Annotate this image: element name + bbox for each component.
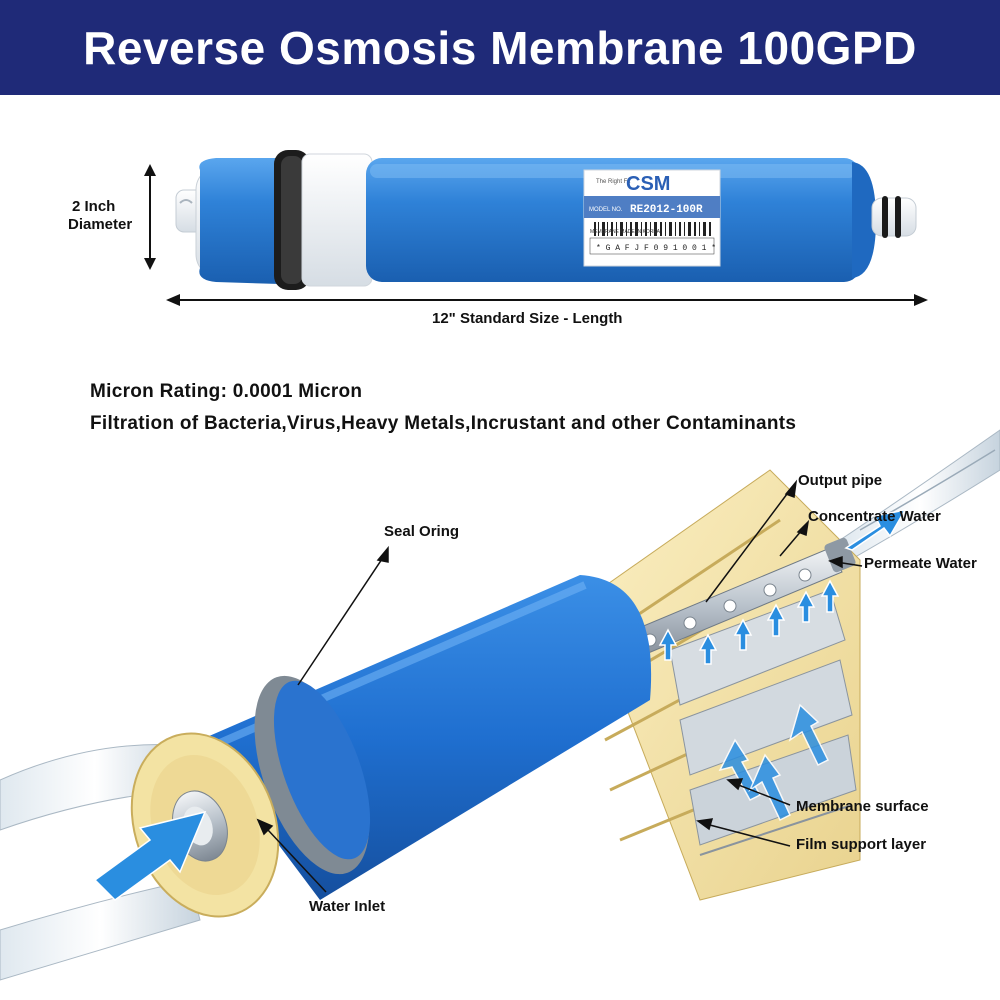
micron-rating-text: Micron Rating: 0.0001 Micron: [90, 381, 363, 402]
diameter-arrow: [144, 164, 156, 270]
title-banner: Reverse Osmosis Membrane 100GPD: [0, 0, 1000, 95]
callout-lines: [256, 479, 863, 893]
model-prefix: MODEL NO.: [589, 207, 623, 213]
output-pipe-label: Output pipe: [798, 472, 883, 489]
length-arrow: [166, 294, 928, 306]
length-label: 12" Standard Size - Length: [432, 310, 623, 327]
concentrate-water-label: Concentrate Water: [808, 508, 941, 525]
cutaway-diagram: [0, 429, 1000, 981]
permeate-water-label: Permeate Water: [864, 555, 977, 572]
diameter-label-line2: Diameter: [68, 216, 133, 233]
seal-oring-ring: [254, 675, 371, 875]
membrane-cartridge: The Right Fit CSM MODEL NO. RE2012-100R …: [175, 150, 917, 290]
filtration-text: Filtration of Bacteria,Virus,Heavy Metal…: [90, 413, 797, 434]
membrane-surface-label: Membrane surface: [796, 798, 929, 815]
flow-arrows: [93, 508, 907, 901]
seal-oring-label: Seal Oring: [384, 523, 460, 540]
inlet-flow-arrow: [93, 810, 207, 901]
barcode: [594, 222, 711, 236]
film-support-layer-label: Film support layer: [796, 836, 927, 853]
water-inlet-label: Water Inlet: [309, 898, 386, 915]
brand-logo: CSM: [626, 173, 670, 195]
diameter-label-line1: 2 Inch: [72, 198, 116, 215]
label-small-text: The Right Fit: [596, 179, 631, 185]
made-in-text: MEMBRANE MADE IN KOREA: [590, 229, 661, 235]
model-number: RE2012-100R: [630, 204, 703, 216]
inflow-water-bottom: [0, 879, 201, 981]
page-title: Reverse Osmosis Membrane 100GPD: [83, 21, 917, 74]
barcode-text: * G A F J F 0 9 1 0 0 1 *: [596, 244, 716, 253]
permeate-flow-arrow: [844, 508, 907, 551]
